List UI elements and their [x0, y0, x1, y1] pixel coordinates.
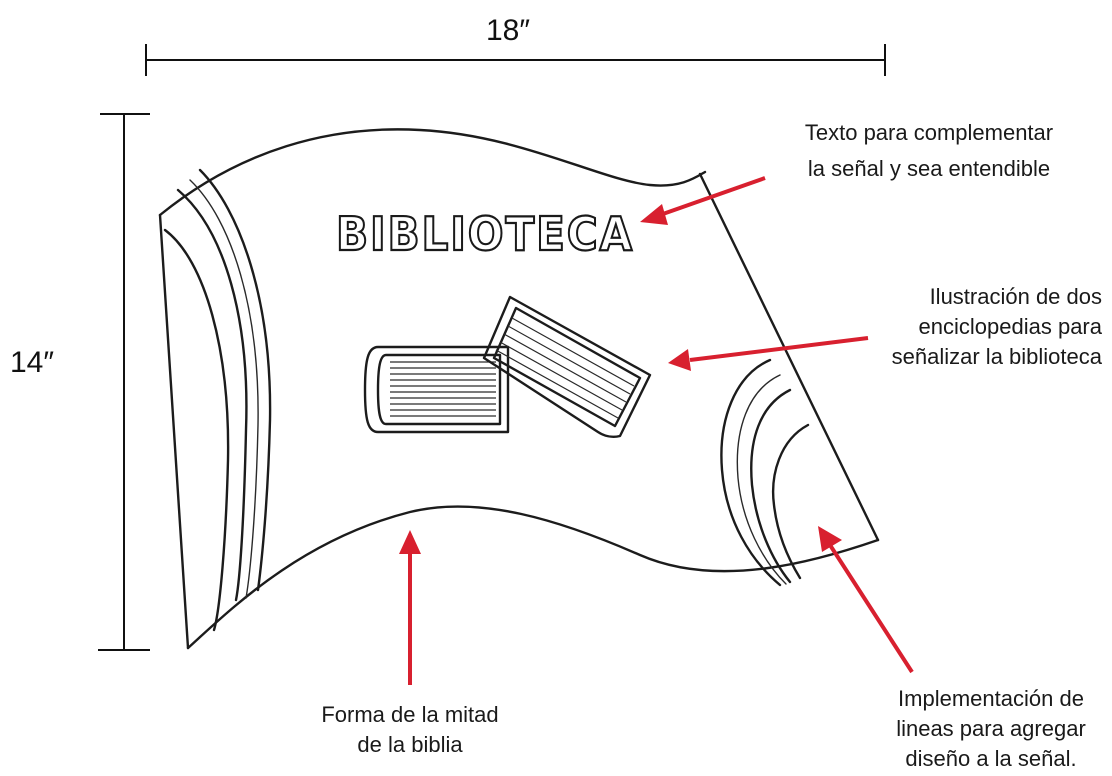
shape-annotation-line-1: Forma de la mitad [321, 702, 499, 727]
shape-annotation: Forma de la mitad de la biblia [300, 700, 520, 760]
arrow-to-text [640, 176, 766, 225]
arrow-to-shape [399, 530, 421, 685]
illustration-annotation-line-2: enciclopedias para [918, 314, 1102, 339]
sign-title-text: BIBLIOTECA [336, 207, 634, 261]
arrow-to-illustration [668, 336, 869, 371]
shape-annotation-line-2: de la biblia [357, 732, 463, 757]
sign-outline [158, 128, 880, 650]
arrow-to-lines [818, 526, 914, 674]
width-label: 18″ [486, 14, 530, 47]
lines-annotation-line-3: diseño a la señal. [905, 746, 1077, 771]
height-label: 14″ [10, 346, 54, 379]
book-illustration-bottom [363, 345, 510, 434]
text-annotation-line-2: la señal y sea entendible [807, 156, 1051, 181]
lines-annotation: Implementación de lineas para agregar di… [880, 684, 1102, 774]
lines-annotation-line-2: lineas para agregar [896, 716, 1086, 741]
lines-annotation-line-1: Implementación de [898, 686, 1084, 711]
illustration-annotation-line-1: Ilustración de dos [929, 284, 1102, 309]
text-annotation: Texto para complementar la señal y sea e… [768, 118, 1090, 184]
illustration-annotation: Ilustración de dos enciclopedias para se… [870, 282, 1102, 372]
width-dimension: 18″ [145, 14, 886, 76]
height-dimension: 14″ [10, 113, 150, 651]
text-annotation-line-1: Texto para complementar [804, 120, 1054, 145]
book-illustration-top [482, 295, 652, 438]
illustration-annotation-line-3: señalizar la biblioteca [891, 344, 1102, 369]
